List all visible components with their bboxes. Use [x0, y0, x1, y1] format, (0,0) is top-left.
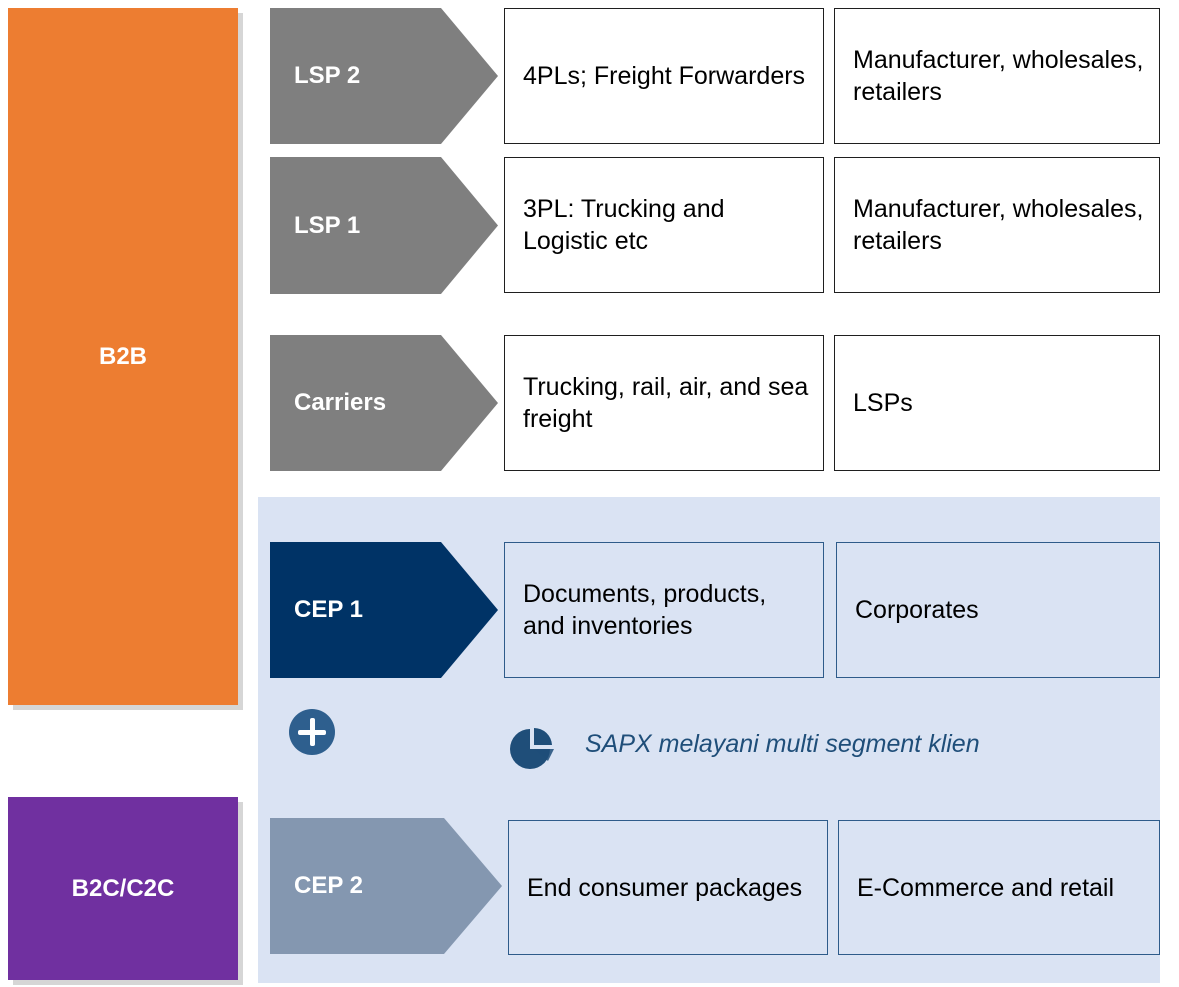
note-text: SAPX melayani multi segment klien [585, 730, 980, 758]
segment-b2c-label: B2C/C2C [71, 874, 175, 902]
arrow-cep-2: CEP 2 [270, 818, 502, 954]
segment-b2b: B2B [8, 8, 238, 705]
service-text: 4PLs; Freight Forwarders [523, 62, 806, 90]
arrow-label: Carriers [294, 389, 387, 416]
service-box-cep-1: Documents, products, and inventories [504, 542, 824, 678]
customer-box-cep-2: E-Commerce and retail [838, 820, 1160, 955]
plus-circle-icon [289, 709, 335, 755]
arrow-carriers: Carriers [270, 335, 498, 471]
service-box-carriers: Trucking, rail, air, and sea freight [504, 335, 824, 471]
arrow-label: LSP 1 [294, 211, 361, 239]
arrow-cep-1: CEP 1 [270, 542, 498, 678]
arrow-label: CEP 2 [294, 872, 363, 899]
customer-text: E-Commerce and retail [857, 873, 1115, 902]
customer-text: Manufacturer, wholesales, retailers [853, 46, 1144, 106]
service-box-lsp-2: 4PLs; Freight Forwarders [504, 8, 824, 144]
segment-b2b-label: B2B [98, 342, 147, 370]
customer-box-lsp-2: Manufacturer, wholesales, retailers [834, 8, 1160, 144]
service-text: Documents, products, and inventories [523, 580, 767, 640]
pie-chart-icon [508, 725, 556, 773]
service-box-cep-2: End consumer packages [508, 820, 828, 955]
segment-b2c-c2c: B2C/C2C [8, 797, 238, 980]
service-text: Trucking, rail, air, and sea freight [523, 373, 809, 433]
arrow-lsp-2: LSP 2 [270, 8, 498, 144]
arrow-lsp-1: LSP 1 [270, 157, 498, 294]
service-text: 3PL: Trucking and Logistic etc [523, 195, 725, 255]
arrow-label: LSP 2 [294, 62, 361, 89]
customer-text: Corporates [855, 596, 979, 624]
service-text: End consumer packages [527, 873, 803, 902]
customer-box-carriers: LSPs [834, 335, 1160, 471]
customer-text: Manufacturer, wholesales, retailers [853, 195, 1144, 255]
service-box-lsp-1: 3PL: Trucking and Logistic etc [504, 157, 824, 293]
customer-box-cep-1: Corporates [836, 542, 1160, 678]
customer-text: LSPs [853, 389, 913, 417]
customer-box-lsp-1: Manufacturer, wholesales, retailers [834, 157, 1160, 293]
arrow-label: CEP 1 [294, 596, 363, 623]
